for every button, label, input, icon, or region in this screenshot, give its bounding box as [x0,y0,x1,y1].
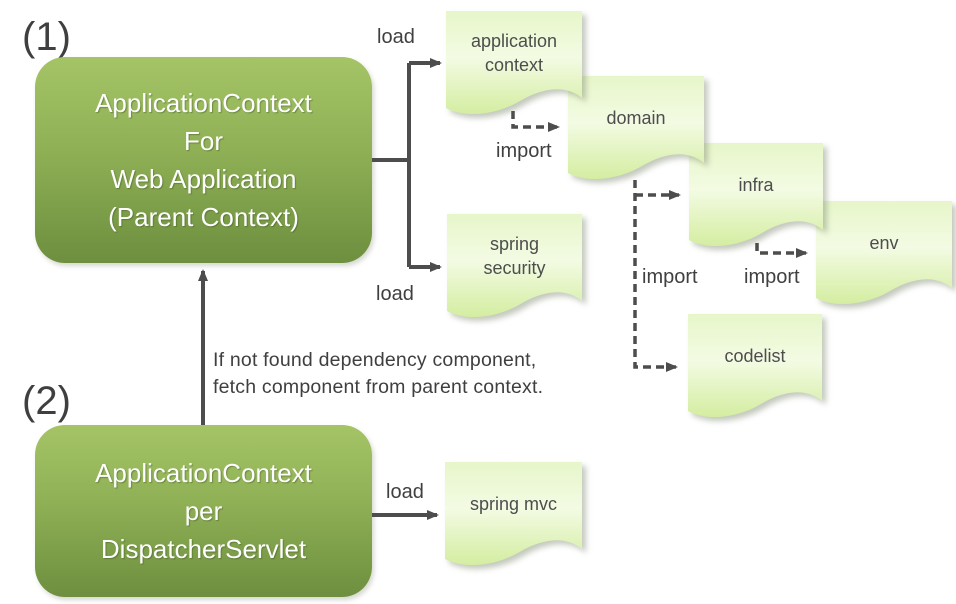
document-spring-security: spring security [446,213,583,321]
document-shape [568,76,704,180]
box-text-line: per [184,496,223,526]
document-shape [446,11,582,115]
box-text-line: Web Application [110,164,297,194]
document-label: application context [470,31,558,75]
document-domain: domain [567,75,705,183]
note-line: If not found dependency component, [213,349,537,371]
box-text-line: DispatcherServlet [100,534,307,564]
document-label: domain [606,108,666,128]
box-text-line: For [184,126,223,156]
document-codelist: codelist [687,313,823,421]
child-application-context-box: ApplicationContext per DispatcherServlet [35,425,372,597]
edge-label-import: import [642,266,698,288]
note-line: fetch component from parent context. [213,376,544,398]
document-shape [816,201,952,305]
document-env: env [815,200,953,308]
document-label: spring security [483,234,546,278]
parent-lookup-note: If not found dependency component, fetch… [213,347,585,401]
document-shape [688,143,824,247]
document-label: infra [738,175,774,195]
document-shape [687,314,823,418]
document-infra: infra [688,142,824,250]
marker-1: (1) [22,15,71,59]
document-label: spring mvc [469,494,558,514]
edge-label-import: import [496,140,552,162]
edge-label-load: load [386,481,424,503]
document-shape [446,214,583,318]
marker-2: (2) [22,379,71,423]
edge-label-load: load [376,283,414,305]
document-label: env [869,233,899,253]
document-shape [445,462,582,566]
document-label: codelist [724,346,786,366]
box-text-line: (Parent Context) [108,202,299,232]
document-spring-mvc: spring mvc [444,461,583,569]
box-text-line: ApplicationContext [95,88,312,118]
document-application-context: application context [445,10,583,118]
parent-application-context-box: ApplicationContext For Web Application (… [35,57,372,263]
edge-label-load: load [377,26,415,48]
edge-label-import: import [744,266,800,288]
box-text-line: ApplicationContext [95,458,312,488]
